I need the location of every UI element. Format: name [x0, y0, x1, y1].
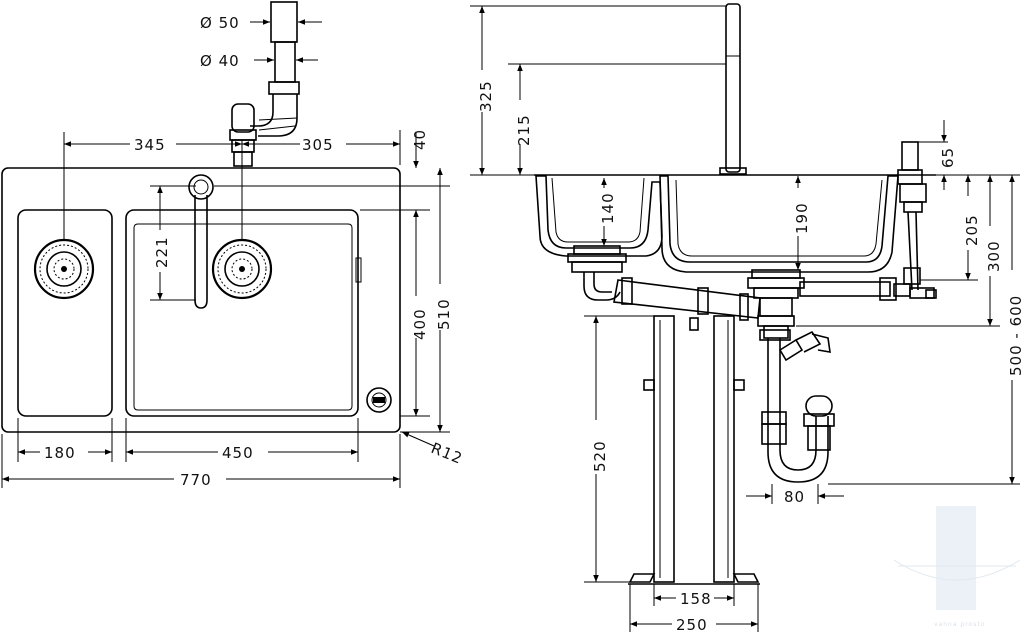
siphon-icon [759, 329, 835, 483]
dim-r12: R12 [429, 439, 466, 468]
dim-40: 40 [411, 129, 429, 150]
sink-outline [1, 167, 401, 433]
faucet-side [725, 3, 741, 173]
dim-d50: Ø 50 [200, 14, 240, 32]
small-bowl-section [535, 175, 663, 257]
support-frame [628, 315, 760, 585]
dim-300: 300 [985, 240, 1003, 272]
top-view: Ø 50 Ø 40 345 305 40 221 400 510 [1, 1, 466, 489]
waste-fitting-icon [229, 1, 300, 167]
dim-180: 180 [44, 444, 76, 462]
dim-80: 80 [784, 488, 805, 506]
overflow-icon [366, 387, 392, 413]
dim-510: 510 [435, 298, 453, 330]
large-bowl-section [659, 175, 899, 273]
dim-205: 205 [963, 214, 981, 246]
dim-d40: Ø 40 [200, 52, 240, 70]
dim-500-600: 500 - 600 [1007, 295, 1024, 376]
dim-450: 450 [222, 444, 254, 462]
side-view: 325 215 140 190 65 205 300 500 - 600 [470, 3, 1024, 634]
dim-215: 215 [515, 114, 533, 146]
dim-221: 221 [153, 236, 171, 268]
dim-520: 520 [591, 440, 609, 472]
faucet-icon [188, 174, 214, 309]
watermark-logo: vanna prosto [893, 506, 1021, 628]
drain-small-icon [33, 238, 95, 300]
dim-65: 65 [939, 147, 957, 168]
dim-345: 345 [134, 136, 166, 154]
dim-250: 250 [676, 616, 708, 634]
dim-400: 400 [411, 308, 429, 340]
watermark-text: vanna prosto [934, 621, 985, 628]
dim-158: 158 [680, 590, 712, 608]
drain-large-icon [211, 238, 273, 300]
dim-325: 325 [477, 80, 495, 112]
dim-305: 305 [302, 136, 334, 154]
dim-140: 140 [599, 192, 617, 224]
dim-190: 190 [793, 202, 811, 234]
dim-770: 770 [180, 471, 212, 489]
small-bowl [17, 209, 113, 417]
